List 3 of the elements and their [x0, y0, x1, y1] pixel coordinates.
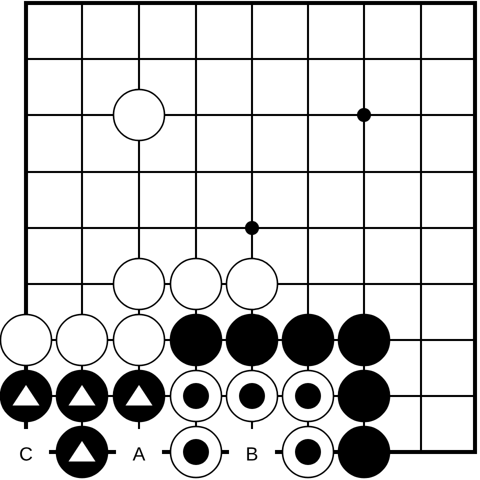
point-label: A	[132, 446, 146, 464]
point-label: B	[246, 446, 258, 464]
point-label: C	[19, 446, 33, 464]
